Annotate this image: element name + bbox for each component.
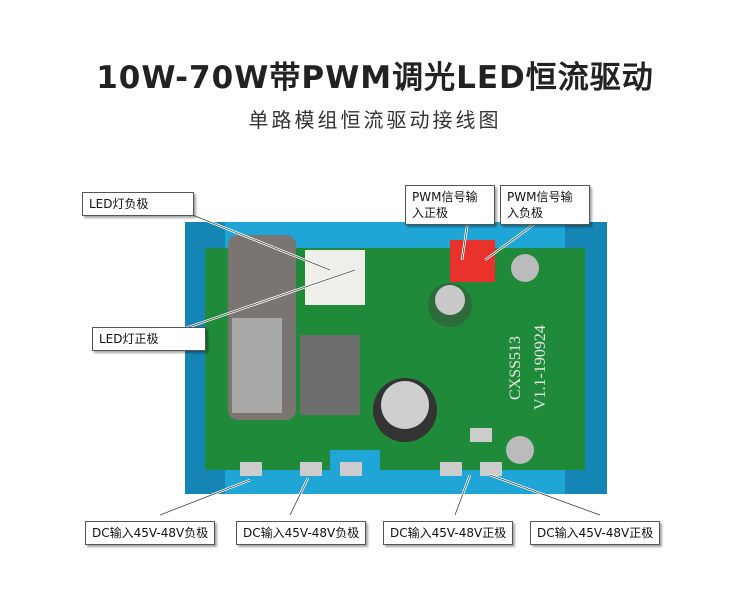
page-subtitle: 单路模组恒流驱动接线图 [248, 108, 502, 132]
pwm-connector [450, 240, 495, 282]
screw [511, 254, 539, 282]
label-dc-negative-2: DC输入45V-48V负极 [236, 521, 367, 545]
label-led-negative: LED灯负极 [82, 192, 194, 216]
label-led-positive: LED灯正极 [92, 327, 206, 351]
label-pwm-positive: PWM信号输入正极 [405, 185, 495, 225]
label-dc-positive-2: DC输入45V-48V正极 [530, 521, 661, 545]
silkscreen-model: CXSS513 [507, 336, 524, 400]
label-dc-negative-1: DC输入45V-48V负极 [85, 521, 216, 545]
label-dc-positive-1: DC输入45V-48V正极 [383, 521, 514, 545]
label-pwm-negative: PWM信号输入负极 [500, 185, 590, 225]
silkscreen-version: V1.1-190924 [532, 325, 549, 410]
page-title: 10W-70W带PWM调光LED恒流驱动 [96, 60, 654, 96]
ic-chip [300, 335, 360, 415]
